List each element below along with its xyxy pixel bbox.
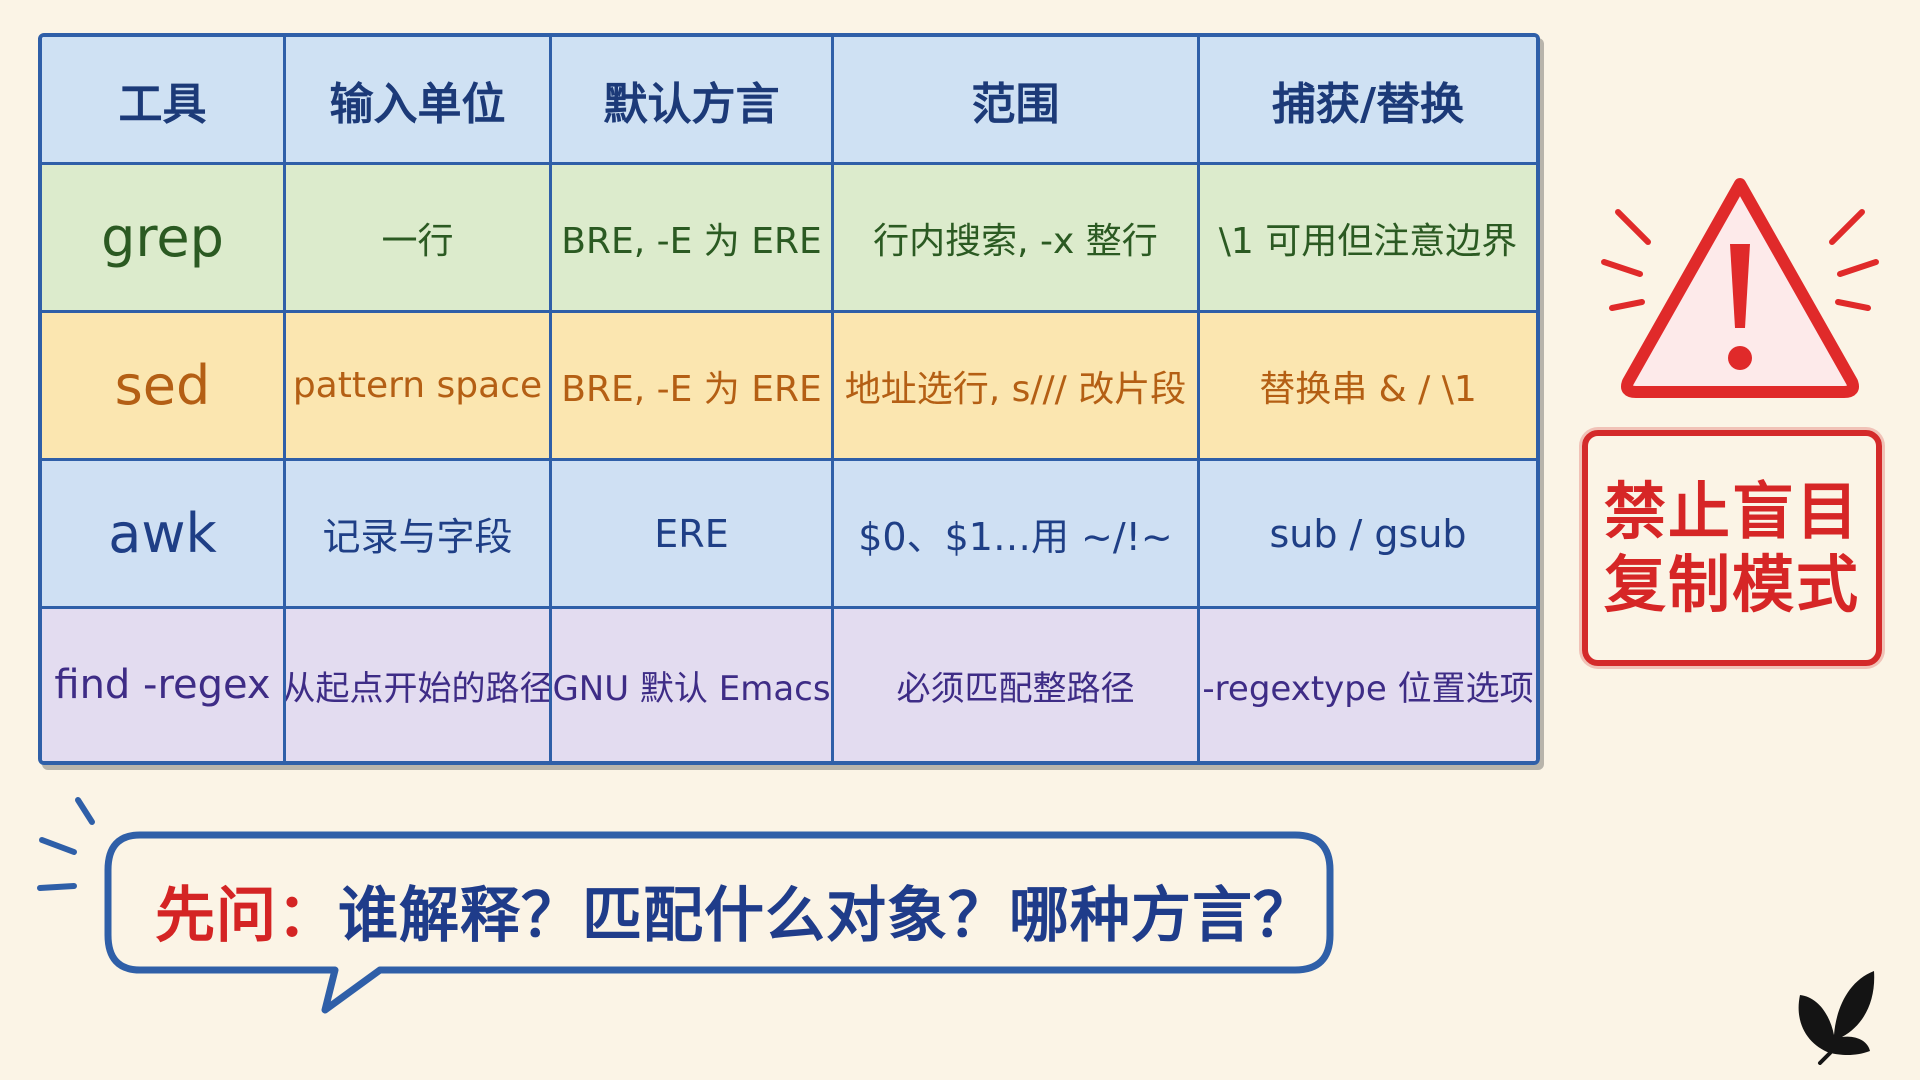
warning-stamp: 禁止盲目 复制模式 — [1582, 430, 1882, 666]
butterfly-logo-icon — [1798, 971, 1875, 1065]
row-grep-scope: 行内搜索, -x 整行 — [834, 165, 1200, 313]
header-capture-replace: 捕获/替换 — [1200, 37, 1536, 165]
row-find-capture: -regextype 位置选项 — [1200, 609, 1536, 761]
row-grep-input-unit: 一行 — [286, 165, 552, 313]
row-awk-capture: sub / gsub — [1200, 461, 1536, 609]
header-scope: 范围 — [834, 37, 1200, 165]
row-find-tool: find -regex — [42, 609, 286, 761]
row-find-dialect: GNU 默认 Emacs — [552, 609, 834, 761]
row-awk-scope: $0、$1…用 ~/!~ — [834, 461, 1200, 609]
bubble-questions: 谁解释？匹配什么对象？哪种方言？ — [338, 880, 1314, 951]
row-grep-dialect: BRE, -E 为 ERE — [552, 165, 834, 313]
row-find-input-unit: 从起点开始的路径 — [286, 609, 552, 761]
row-grep-tool: grep — [42, 165, 286, 313]
bubble-question: 先问：谁解释？匹配什么对象？哪种方言？ — [155, 855, 1314, 965]
bubble-lead: 先问： — [155, 880, 338, 951]
row-sed-scope: 地址选行, s/// 改片段 — [834, 313, 1200, 461]
header-input-unit: 输入单位 — [286, 37, 552, 165]
header-default-dialect: 默认方言 — [552, 37, 834, 165]
row-awk-input-unit: 记录与字段 — [286, 461, 552, 609]
regex-tool-comparison-table: 工具 输入单位 默认方言 范围 捕获/替换 grep 一行 BRE, -E 为 … — [38, 33, 1540, 765]
header-tool: 工具 — [42, 37, 286, 165]
row-sed-input-unit: pattern space — [286, 313, 552, 461]
stamp-text: 禁止盲目 复制模式 — [1603, 474, 1860, 621]
warning-triangle-icon — [1601, 178, 1879, 398]
row-sed-dialect: BRE, -E 为 ERE — [552, 313, 834, 461]
row-sed-tool: sed — [42, 313, 286, 461]
row-awk-tool: awk — [42, 461, 286, 609]
row-find-scope: 必须匹配整路径 — [834, 609, 1200, 761]
row-awk-dialect: ERE — [552, 461, 834, 609]
row-grep-capture: \1 可用但注意边界 — [1200, 165, 1536, 313]
row-sed-capture: 替换串 & / \1 — [1200, 313, 1536, 461]
